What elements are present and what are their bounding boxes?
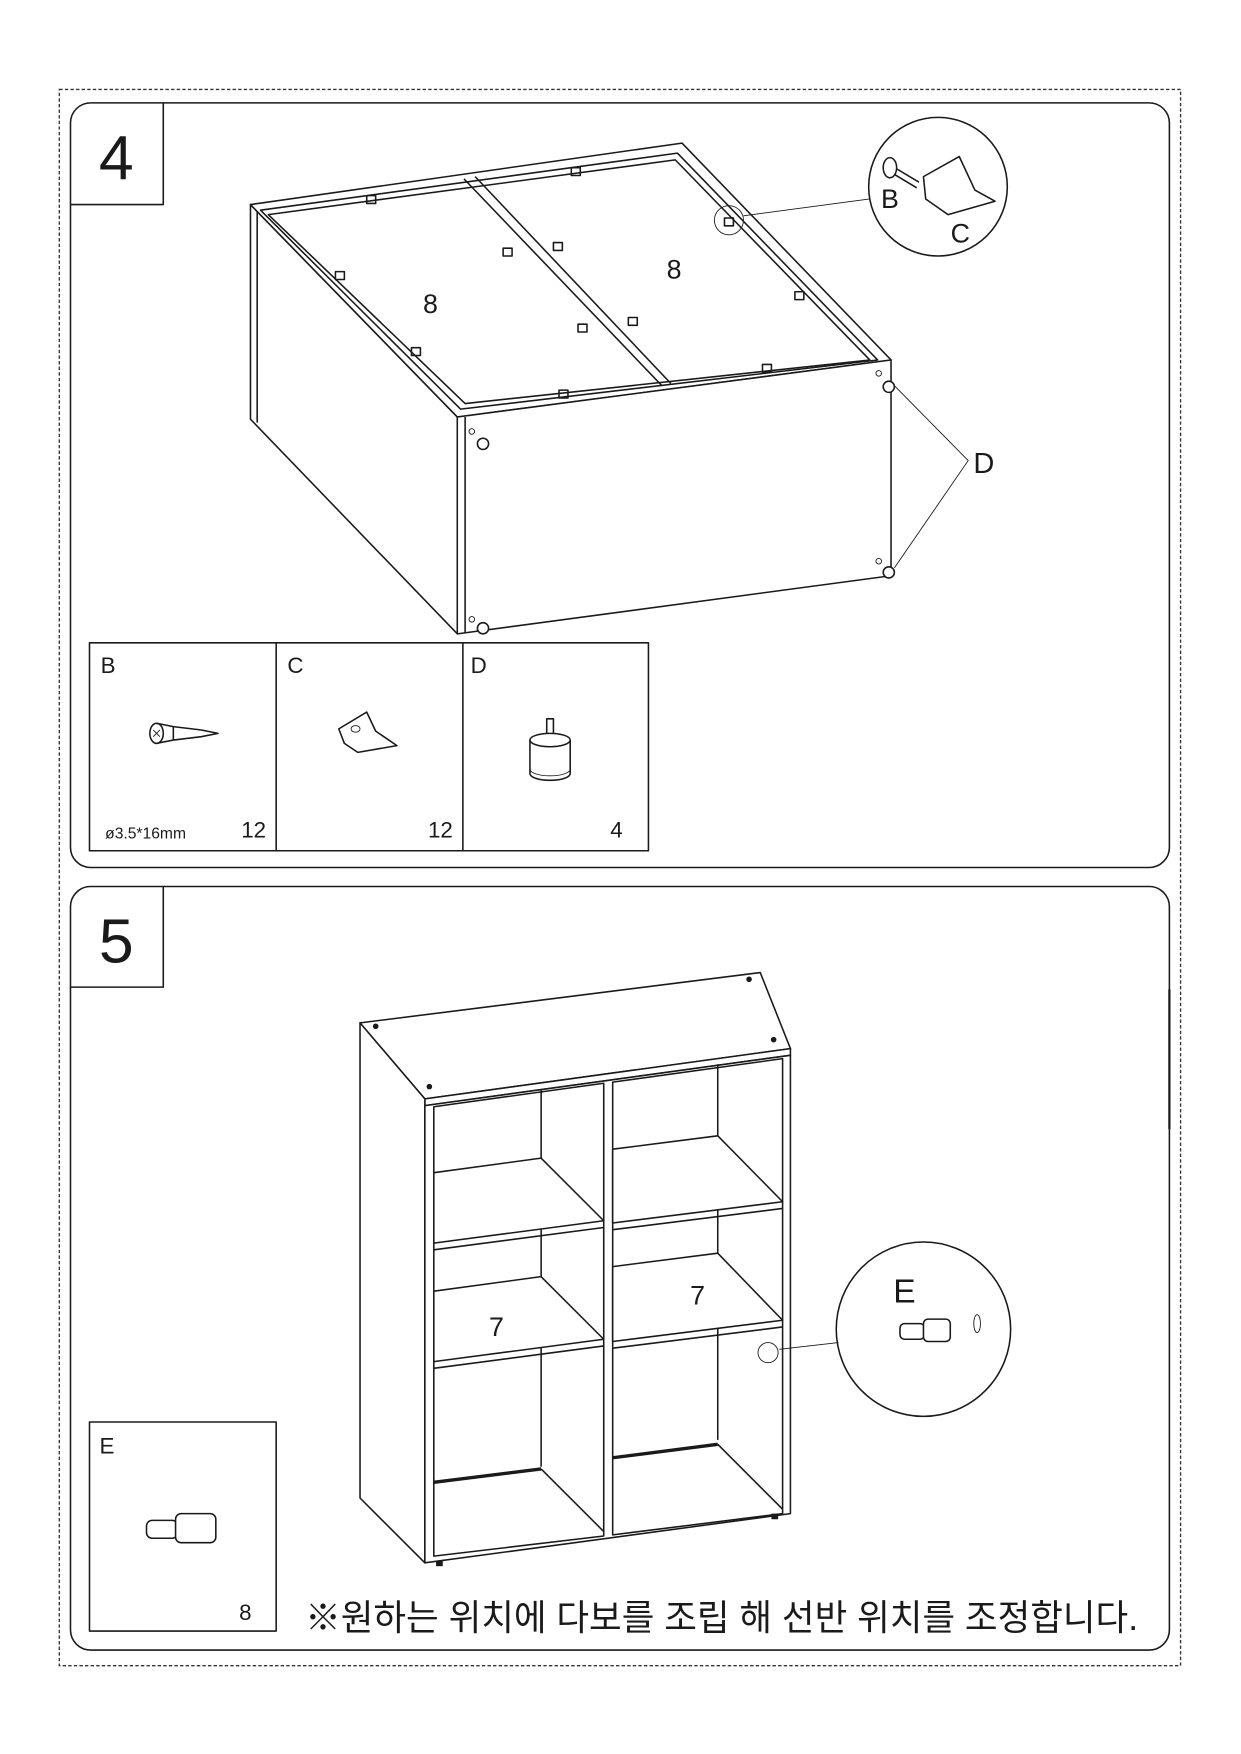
part-spec: ø3.5*16mm [105,825,186,842]
shelf-pin-icon [899,1314,981,1343]
part-qty: 12 [428,817,453,842]
shelf-label: 7 [489,1312,504,1342]
bracket-icon [338,711,398,754]
cabinet-illustration: 8 8 B C D [249,116,1009,635]
callout-label-c: C [951,219,970,249]
step-4-panel: 4 [69,102,1171,869]
bracket-marks [334,166,805,399]
panel-label: 8 [423,289,438,319]
part-qty: 12 [241,817,266,842]
part-b: B ø3.5*16mm 12 [101,653,266,842]
svg-text:D: D [471,653,487,678]
adjustable-foot-icon [529,718,571,782]
instruction-note: ※원하는 위치에 다보를 조립 해 선반 위치를 조정합니다. [305,1598,1138,1638]
detail-callout-circle [867,116,1009,257]
svg-text:B: B [101,653,116,678]
svg-text:C: C [287,653,303,678]
detail-callout-circle [835,1241,1012,1418]
page-dashed-border [58,88,1182,1667]
screw-icon [149,722,219,745]
foot-marks [468,370,896,635]
step-number: 4 [99,123,134,193]
parts-table: B ø3.5*16mm 12 C 12 D [88,642,650,852]
part-qty: 4 [610,817,622,842]
callout-label-d: D [973,448,994,480]
part-qty: 8 [239,1600,251,1625]
step-number: 5 [99,907,134,977]
svg-text:E: E [100,1433,115,1458]
callout-label-b: B [881,184,899,214]
part-c: C 12 [287,653,452,842]
shelf-label: 7 [690,1281,705,1311]
panel-label: 8 [667,254,682,284]
shelf-pin-icon [145,1512,217,1544]
part-d: D 4 [471,653,623,842]
step-5-panel: 5 [69,885,1171,1651]
callout-label-e: E [893,1273,915,1310]
part-e: E 8 [88,1421,277,1632]
shelf-unit-illustration: 7 7 E [359,971,1012,1567]
